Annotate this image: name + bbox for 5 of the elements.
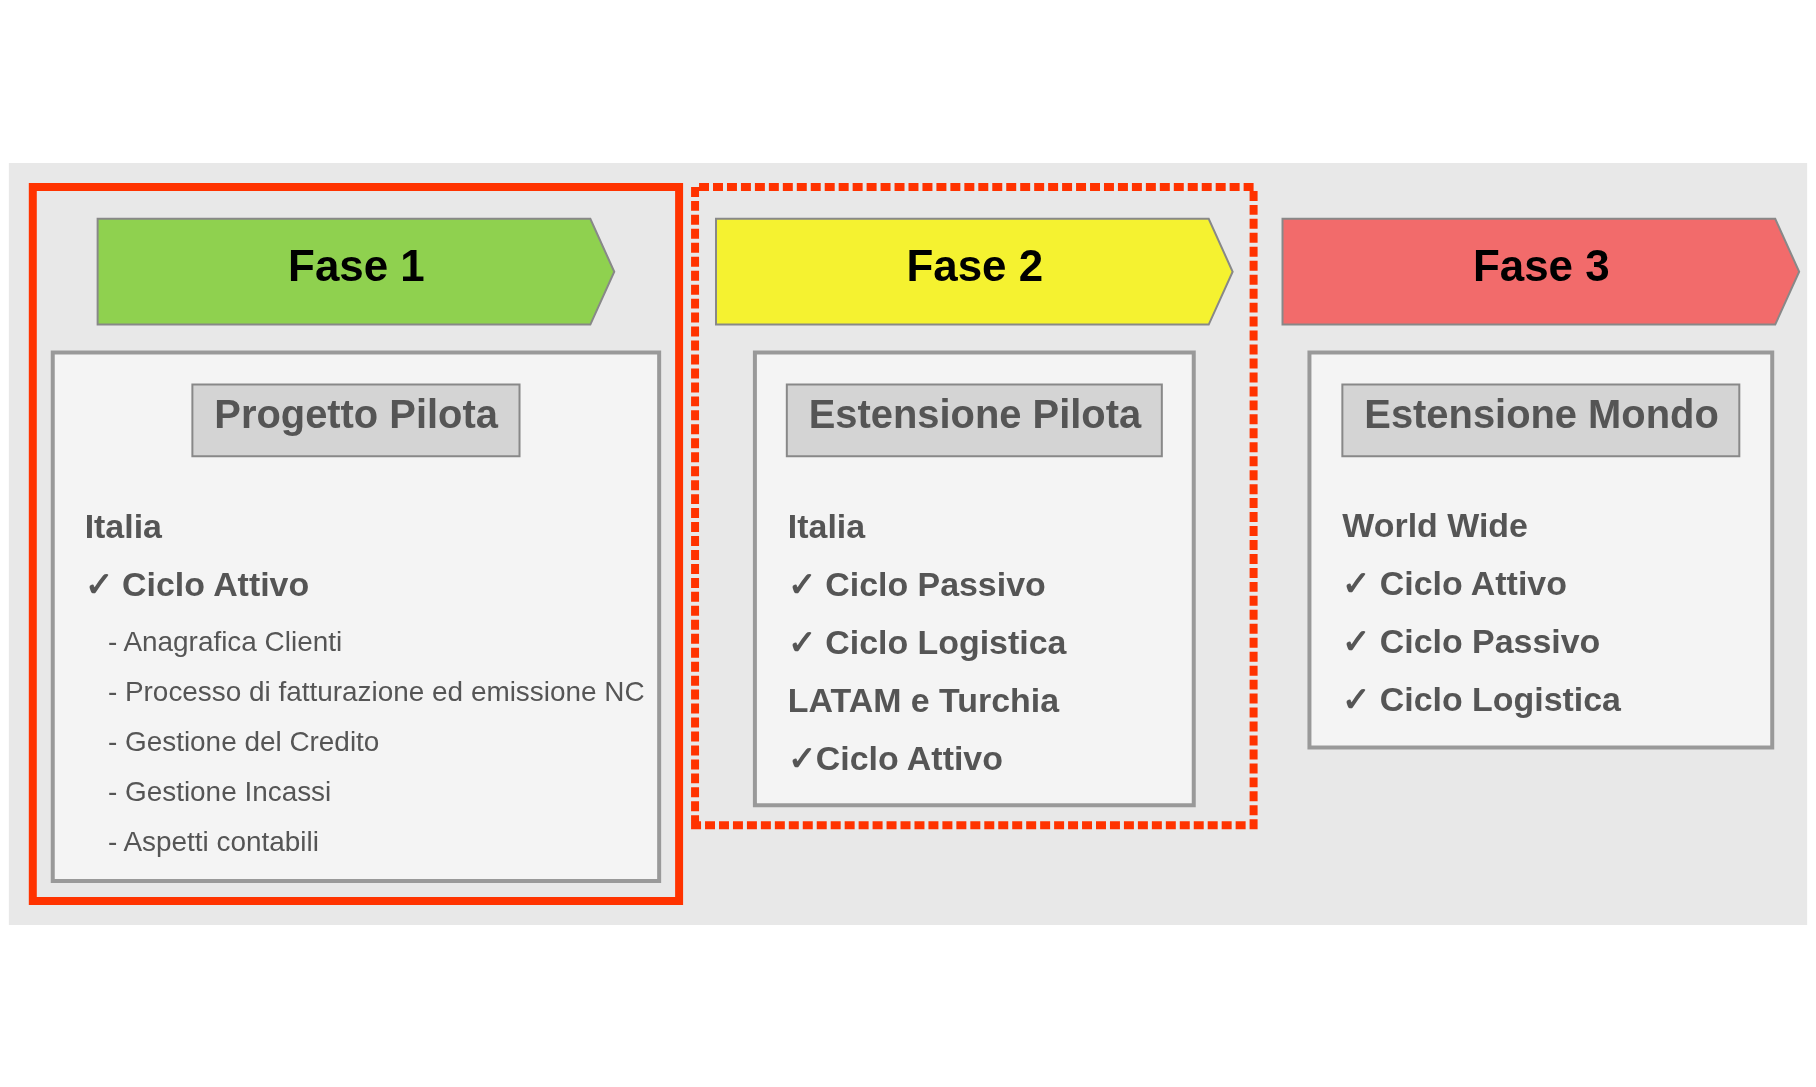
cluster: [691, 182, 1258, 829]
node-box: Progetto Pilota: [191, 382, 521, 457]
node-box: Estensione Mondo: [1341, 382, 1741, 457]
cluster: [28, 182, 684, 905]
node-box: Estensione Pilota: [785, 382, 1163, 457]
